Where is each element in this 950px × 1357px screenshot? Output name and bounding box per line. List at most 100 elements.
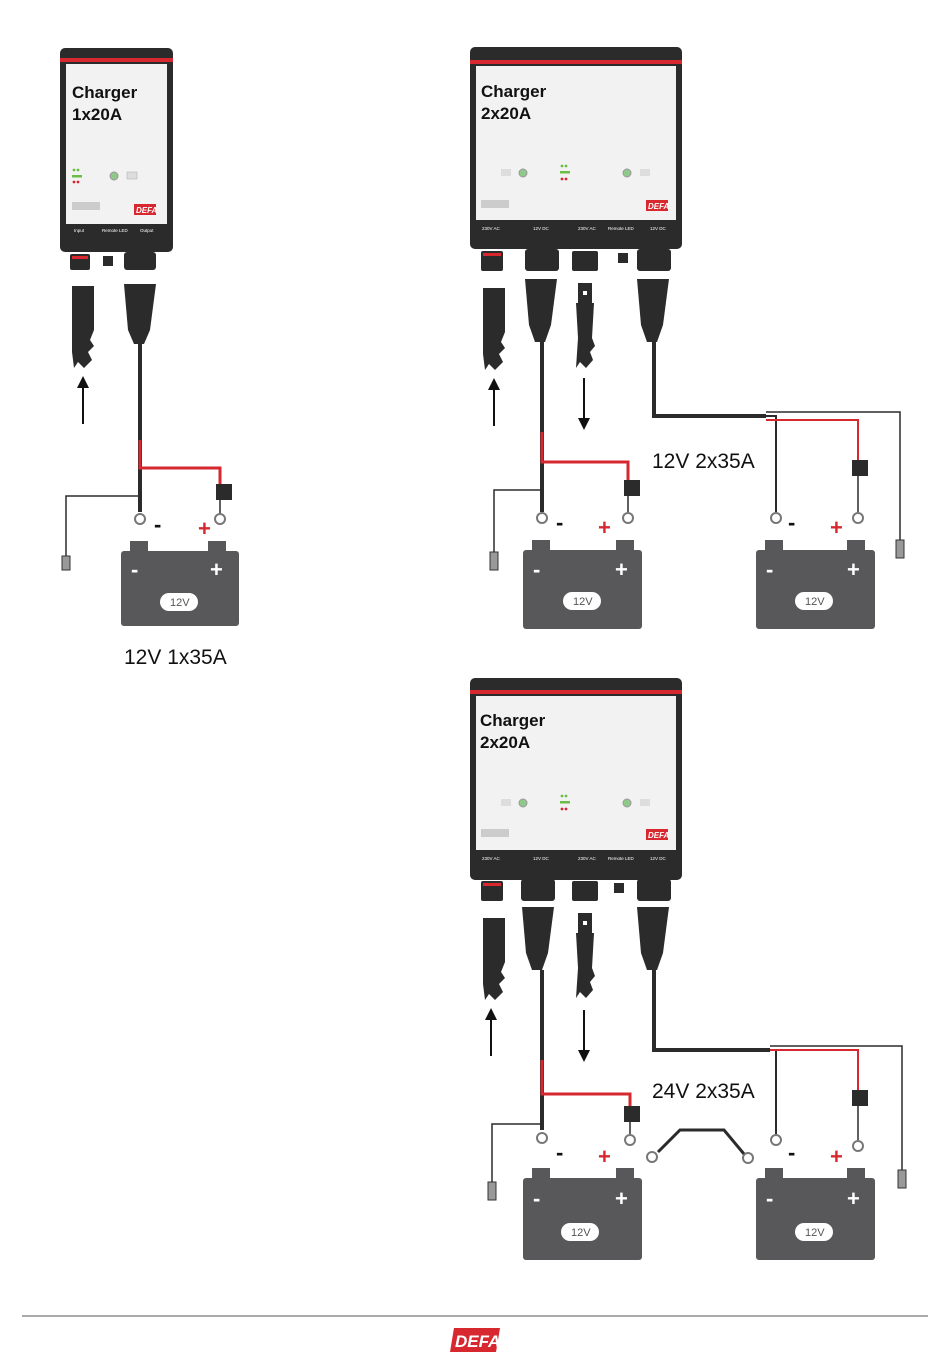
charger-title-line1: Charger	[481, 82, 547, 101]
svg-text:DEFA: DEFA	[648, 202, 670, 211]
ring-terminal-icon	[853, 1141, 863, 1151]
svg-text:12V: 12V	[571, 1227, 591, 1239]
fuse-icon	[624, 480, 640, 496]
ring-terminal-icon	[625, 1135, 635, 1145]
battery-12v: - + 12V	[756, 1168, 875, 1260]
ac-socket-icon	[576, 303, 595, 368]
defa-badge-icon: DEFA	[646, 829, 670, 840]
battery-12v: - + 12V	[121, 541, 239, 626]
connectors	[70, 252, 156, 368]
port-label-output: Output	[140, 228, 154, 233]
ac-plug-icon	[72, 330, 94, 368]
charger-title-line2: 2x20A	[481, 104, 531, 123]
charger-title-line2: 1x20A	[72, 105, 122, 124]
svg-text:+: +	[598, 1144, 611, 1169]
output-plug-icon	[124, 284, 156, 344]
dc-plug-icon	[637, 279, 669, 342]
dc-plug-icon	[522, 907, 554, 970]
series-jumper-cable	[658, 1130, 744, 1154]
ring-terminal-icon	[647, 1152, 657, 1162]
ring-terminal-icon	[771, 513, 781, 523]
caption-12v-1x35a: 12V 1x35A	[124, 646, 227, 669]
temp-sensor-icon	[488, 1182, 496, 1200]
charger-title-line2: 2x20A	[480, 733, 530, 752]
svg-text:Remote LED: Remote LED	[608, 226, 635, 231]
temp-sensor-icon	[62, 556, 70, 570]
svg-text:+: +	[598, 515, 611, 540]
svg-text:-: -	[788, 510, 795, 535]
battery-12v: - + 12V	[756, 540, 875, 629]
ring-terminal-icon	[771, 1135, 781, 1145]
defa-logo: DEFA	[450, 1328, 500, 1352]
svg-text:DEFA: DEFA	[136, 206, 158, 215]
svg-text:12V DC: 12V DC	[533, 856, 550, 861]
ring-terminal-icon	[537, 513, 547, 523]
svg-text:-: -	[131, 557, 138, 582]
svg-text:-: -	[788, 1140, 795, 1165]
svg-text:12V: 12V	[170, 597, 190, 609]
svg-text:12V DC: 12V DC	[650, 856, 667, 861]
barcode-icon	[481, 200, 509, 208]
diagram-single: Charger 1x20A DEFA Input Remote LED Outp…	[60, 48, 239, 669]
connectors	[481, 249, 671, 370]
charger-1x20a: Charger 1x20A DEFA Input Remote LED Outp…	[60, 48, 173, 252]
ring-terminal-icon	[537, 1133, 547, 1143]
temp-sensor-icon	[896, 540, 904, 558]
svg-text:-: -	[556, 510, 563, 535]
svg-text:+: +	[615, 1186, 628, 1211]
ring-terminal-icon	[215, 514, 225, 524]
fuse-icon	[624, 1106, 640, 1122]
svg-text:230V AC: 230V AC	[482, 856, 501, 861]
svg-text:Remote LED: Remote LED	[608, 856, 635, 861]
caption-24v-2x35a: 24V 2x35A	[652, 1080, 755, 1103]
barcode-icon	[72, 202, 100, 210]
port-label-input: Input	[74, 228, 85, 233]
ring-terminal-icon	[623, 513, 633, 523]
svg-text:12V DC: 12V DC	[533, 226, 550, 231]
temp-sensor-icon	[898, 1170, 906, 1188]
charger-title-line1: Charger	[72, 83, 138, 102]
port-label-remote-led: Remote LED	[102, 228, 129, 233]
svg-text:-: -	[533, 1186, 540, 1211]
svg-text:12V: 12V	[805, 596, 825, 608]
fuse-icon	[852, 460, 868, 476]
svg-text:12V: 12V	[573, 596, 593, 608]
svg-text:230V AC: 230V AC	[578, 226, 597, 231]
charger-title-line1: Charger	[480, 711, 546, 730]
svg-text:-: -	[766, 1186, 773, 1211]
svg-text:12V: 12V	[805, 1227, 825, 1239]
fuse-icon	[216, 484, 232, 500]
charger-2x20a: Charger 2x20A DEFA 230V AC 12V DC 230V A…	[470, 678, 682, 880]
svg-text:230V AC: 230V AC	[578, 856, 597, 861]
ring-terminal-icon	[743, 1153, 753, 1163]
defa-badge-icon: DEFA	[646, 200, 670, 211]
svg-text:+: +	[847, 1186, 860, 1211]
neg-label: -	[154, 512, 161, 537]
fuse-icon	[852, 1090, 868, 1106]
dc-plug-icon	[637, 907, 669, 970]
svg-text:+: +	[847, 557, 860, 582]
connectors	[481, 879, 671, 1000]
svg-text:DEFA: DEFA	[648, 831, 670, 840]
battery-12v: - + 12V	[523, 540, 642, 629]
ring-terminal-icon	[135, 514, 145, 524]
temp-sensor-icon	[490, 552, 498, 570]
ac-socket-icon	[576, 933, 595, 998]
caption-12v-2x35a: 12V 2x35A	[652, 450, 755, 473]
dc-plug-icon	[525, 279, 557, 342]
charger-2x20a: Charger 2x20A DEFA 230V AC 12V DC 230V A…	[470, 47, 682, 249]
defa-badge-icon: DEFA	[134, 204, 158, 215]
diagram-dual-series: Charger 2x20A DEFA 230V AC 12V DC 230V A…	[470, 678, 906, 1260]
ac-plug-icon	[483, 332, 505, 370]
svg-text:12V DC: 12V DC	[650, 226, 667, 231]
svg-text:-: -	[556, 1140, 563, 1165]
ac-plug-icon	[483, 962, 505, 1000]
svg-text:+: +	[830, 515, 843, 540]
svg-text:230V AC: 230V AC	[482, 226, 501, 231]
svg-text:+: +	[210, 557, 223, 582]
barcode-icon	[481, 829, 509, 837]
battery-12v: - + 12V	[523, 1168, 642, 1260]
svg-text:-: -	[766, 557, 773, 582]
diagram-dual-parallel: Charger 2x20A DEFA 230V AC 12V DC 230V A…	[470, 47, 904, 629]
